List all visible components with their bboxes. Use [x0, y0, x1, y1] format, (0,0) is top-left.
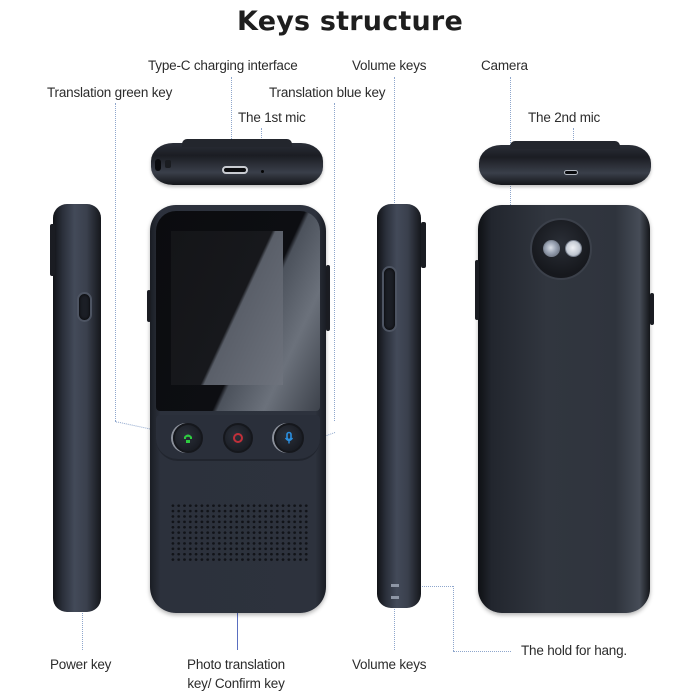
phone-icon [184, 434, 192, 443]
leader-hang-h1 [400, 586, 453, 587]
side-edge-nub [50, 224, 55, 276]
label-volume-keys-bottom: Volume keys [352, 657, 427, 672]
power-key-button[interactable] [77, 292, 92, 322]
microphone-icon [284, 431, 294, 444]
label-hold-for-hang: The hold for hang. [521, 643, 627, 658]
flash-icon [565, 240, 582, 257]
label-photo-translation-line2: key/ Confirm key [187, 676, 285, 691]
leader-green-key [115, 103, 116, 421]
side-port [165, 160, 171, 168]
translation-blue-key[interactable] [274, 423, 304, 453]
device-back [475, 205, 654, 613]
translation-green-key[interactable] [173, 423, 203, 453]
label-volume-keys-top: Volume keys [352, 58, 427, 73]
back-left-nub [475, 260, 479, 320]
second-mic-icon [564, 170, 578, 175]
leader-power-key [82, 605, 83, 650]
keys-panel [156, 415, 320, 461]
hang-hole-mark-2 [391, 596, 399, 599]
device-left-side [50, 204, 101, 612]
label-camera: Camera [481, 58, 528, 73]
label-translation-blue-key: Translation blue key [269, 85, 386, 100]
label-photo-translation-key: Photo translation key/ Confirm key [176, 655, 296, 693]
label-1st-mic: The 1st mic [238, 110, 306, 125]
photo-translation-key[interactable] [223, 423, 253, 453]
camera-lens-icon [543, 240, 560, 257]
leader-volume-keys-top [394, 77, 395, 207]
first-mic-icon [261, 170, 264, 173]
label-power-key: Power key [50, 657, 112, 672]
hang-hole-mark [391, 584, 399, 587]
volume-keys-button[interactable] [382, 266, 397, 332]
device-front [147, 205, 330, 613]
right-nub [326, 265, 330, 331]
leader-blue-key [334, 103, 335, 421]
leader-hang-v [453, 586, 454, 651]
label-translation-green-key: Translation green key [47, 85, 173, 100]
record-circle-icon [233, 433, 243, 443]
device-top-view [151, 143, 323, 185]
device-right-side [377, 204, 426, 608]
page-title: Keys structure [237, 6, 463, 37]
display-screen [171, 231, 283, 385]
usb-c-port-icon [222, 166, 248, 174]
back-right-nub [650, 293, 654, 325]
label-2nd-mic: The 2nd mic [528, 110, 601, 125]
leader-volume-keys-bottom [394, 590, 395, 650]
device-top-view-back [479, 145, 651, 185]
leader-type-c [231, 77, 232, 157]
label-photo-translation-line1: Photo translation [187, 657, 285, 672]
leader-hang-h2 [453, 651, 511, 652]
label-type-c: Type-C charging interface [148, 58, 298, 73]
lanyard-hole [155, 159, 161, 171]
speaker-grille [170, 503, 310, 563]
left-nub [147, 290, 151, 322]
camera-module [530, 218, 592, 280]
side-edge-nub-right [421, 222, 426, 268]
